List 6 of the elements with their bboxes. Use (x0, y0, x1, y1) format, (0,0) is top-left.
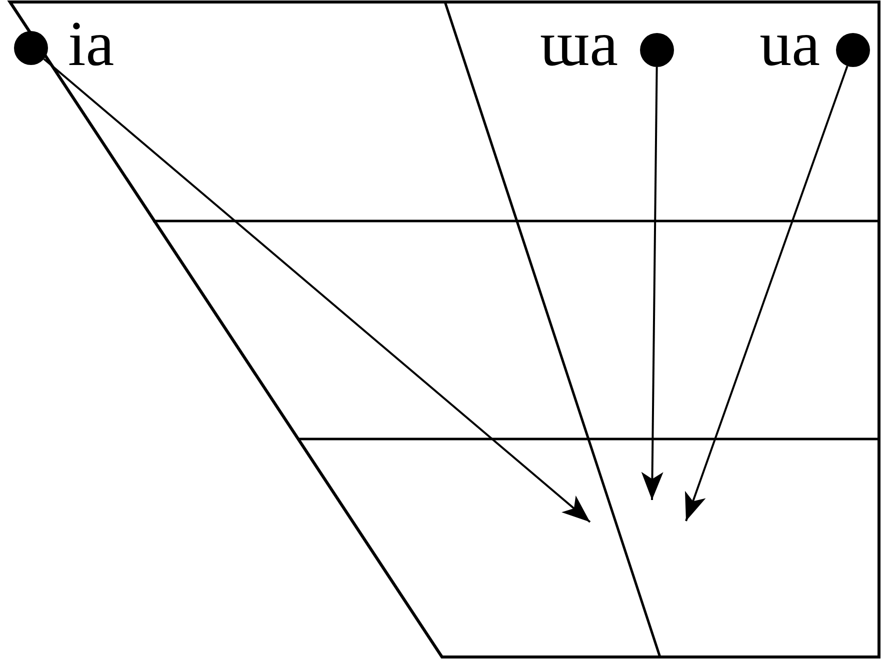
arrow (43, 58, 591, 523)
vowel-label: ia (68, 12, 114, 76)
arrow (641, 66, 664, 500)
vowel-label: ua (760, 12, 820, 76)
arrow (685, 66, 848, 522)
vowel-label: ɯa (540, 12, 618, 76)
